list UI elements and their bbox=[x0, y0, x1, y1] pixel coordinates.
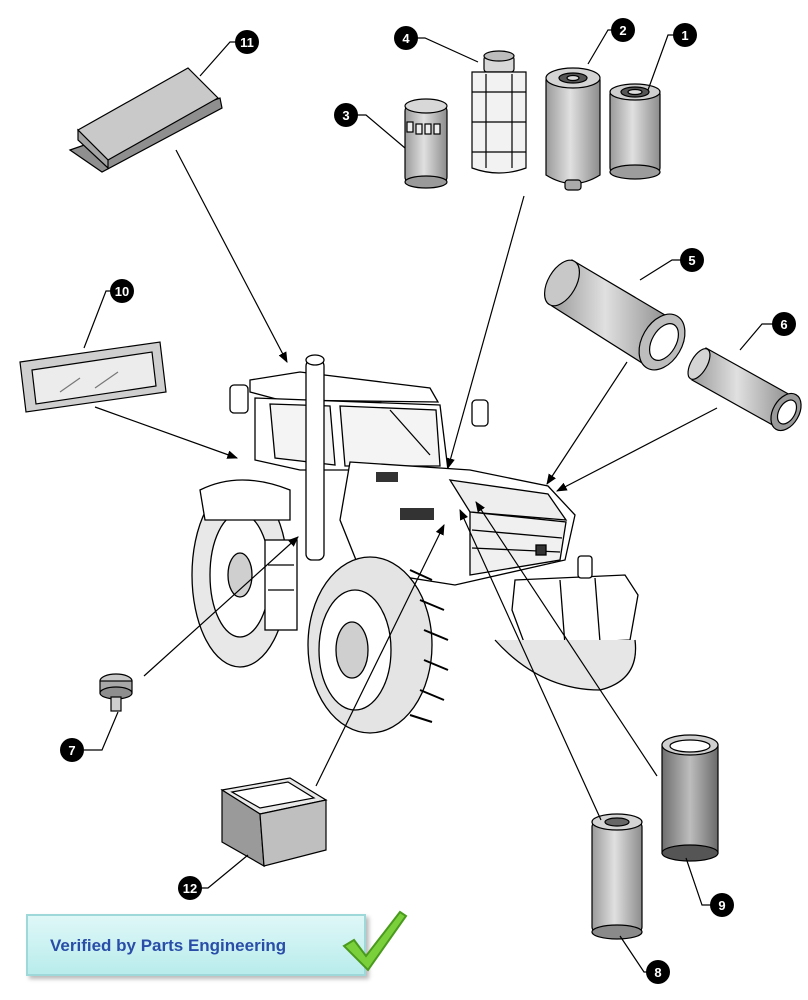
callout-2: 2 bbox=[611, 18, 635, 42]
callout-9: 9 bbox=[710, 893, 734, 917]
callout-3-label: 3 bbox=[342, 108, 349, 123]
callout-11-label: 11 bbox=[240, 35, 254, 50]
callout-9-label: 9 bbox=[718, 898, 725, 913]
callout-2-label: 2 bbox=[619, 23, 626, 38]
callout-5-label: 5 bbox=[688, 253, 695, 268]
callout-4-label: 4 bbox=[402, 31, 410, 46]
callout-12-label: 12 bbox=[183, 881, 197, 896]
callout-3: 3 bbox=[334, 103, 358, 127]
callout-6-label: 6 bbox=[780, 317, 787, 332]
part-12-box-filter bbox=[220, 777, 328, 868]
callout-8: 8 bbox=[646, 960, 670, 984]
part-11-panel-filter bbox=[68, 67, 223, 173]
part-1-filter bbox=[609, 83, 661, 180]
verified-badge-text: Verified by Parts Engineering bbox=[50, 936, 287, 955]
callout-1: 1 bbox=[673, 23, 697, 47]
part-5-air-filter bbox=[543, 259, 686, 371]
callout-1-label: 1 bbox=[681, 28, 688, 43]
callout-6: 6 bbox=[772, 312, 796, 336]
callout-4: 4 bbox=[394, 26, 418, 50]
part-10-cabin-filter bbox=[19, 341, 167, 413]
callout-10: 10 bbox=[110, 279, 134, 303]
part-6-air-filter-inner bbox=[687, 347, 802, 432]
tractor-illustration bbox=[191, 354, 639, 734]
callout-11: 11 bbox=[235, 30, 259, 54]
callout-7: 7 bbox=[60, 738, 84, 762]
part-9-filter bbox=[661, 734, 719, 862]
callout-7-label: 7 bbox=[68, 743, 75, 758]
verified-badge: Verified by Parts Engineering bbox=[26, 914, 366, 976]
callout-10-label: 10 bbox=[115, 284, 129, 299]
part-2-filter bbox=[545, 67, 601, 191]
callout-8-label: 8 bbox=[654, 965, 661, 980]
callout-12: 12 bbox=[178, 876, 202, 900]
part-7-breather bbox=[99, 673, 133, 712]
part-3-filter bbox=[404, 98, 448, 189]
callout-5: 5 bbox=[680, 248, 704, 272]
part-4-filter-element bbox=[471, 50, 527, 174]
checkmark-icon bbox=[342, 910, 408, 972]
part-8-filter bbox=[591, 813, 643, 940]
